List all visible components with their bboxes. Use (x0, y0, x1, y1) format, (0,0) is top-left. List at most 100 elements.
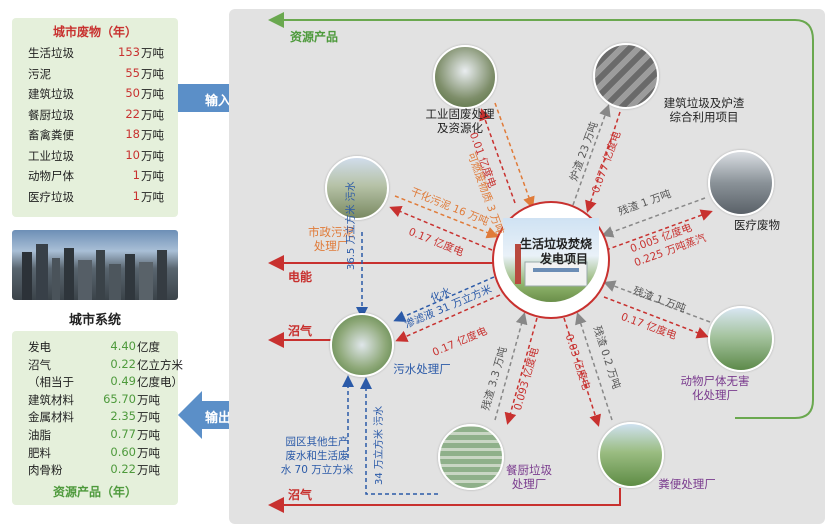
medical-label: 医疗废物 (734, 218, 780, 232)
waste-row-name: 畜禽粪便 (28, 128, 74, 142)
resource-products-title: 资源产品（年） (52, 485, 137, 499)
construction-label-2: 综合利用项目 (669, 110, 739, 124)
product-row-name: 金属材料 (28, 410, 74, 425)
urban-waste-title: 城市废物（年） (52, 25, 137, 39)
manure-in-line (575, 312, 613, 421)
waste-row-value: 18 (125, 127, 140, 141)
waste-row-name: 生活垃圾 (28, 46, 74, 60)
product-row-name: 建筑材料 (28, 392, 74, 407)
waste-row-value: 10 (125, 147, 140, 162)
input-arrow-label: 输入 (205, 94, 232, 109)
waste-row-name: 建筑垃圾 (28, 87, 74, 101)
waste-row-unit: 万吨 (141, 46, 164, 60)
power-label: 电能 (288, 270, 313, 284)
product-row-name: 油脂 (28, 428, 51, 442)
sludge-water-label: 36.5 万立方米 污水 (346, 181, 357, 270)
product-row-name: （相当于 (28, 375, 74, 390)
waste-row-unit: 万吨 (141, 148, 164, 163)
industrial-node-photo (433, 45, 497, 109)
construction-node-photo (593, 43, 659, 109)
waste-row-unit: 万吨 (141, 87, 164, 101)
waste-row-unit: 万吨 (141, 107, 164, 122)
sewage-34-label: 34 万立方米 污水 (374, 405, 385, 485)
plant-drawing (515, 244, 588, 287)
waste-row-unit: 万吨 (141, 66, 164, 81)
product-row-name: 发电 (28, 340, 51, 354)
animal-out-line (603, 296, 709, 339)
waste-row-name: 餐厨垃圾 (28, 107, 74, 122)
sludge-label-2: 处理厂 (313, 239, 349, 253)
product-row-value: 0.77 (110, 427, 136, 441)
manure-out-line (563, 317, 601, 427)
construction-label-1: 建筑垃圾及炉渣 (663, 96, 745, 110)
product-row-unit: 亿度 (137, 340, 160, 354)
waste-row-value: 55 (125, 65, 140, 80)
city-photo (12, 230, 178, 300)
waste-row-name: 动物尸体 (28, 169, 74, 183)
animal-node-photo (708, 306, 774, 372)
animal-label-2: 化处理厂 (692, 388, 738, 402)
biogas-label-2: 沼气 (288, 488, 313, 502)
product-row-name: 肥料 (28, 445, 51, 460)
waste-row-unit: 万吨 (141, 189, 164, 204)
manure-label: 粪便处理厂 (658, 477, 716, 491)
product-row-unit: 亿度电） (137, 375, 183, 390)
park-wastewater-line2: 废水和生活废 (285, 450, 349, 462)
waste-row-unit: 万吨 (141, 128, 164, 142)
waste-row-unit: 万吨 (141, 169, 164, 183)
sludge-node-photo (325, 156, 389, 220)
medical-node-photo (708, 150, 774, 216)
waste-row-value: 1 (132, 168, 140, 182)
leachate-line (393, 276, 495, 322)
waste-row-value: 50 (125, 86, 140, 100)
park-wastewater-line1: 园区其他生产 (285, 436, 349, 448)
city-skyline (22, 244, 167, 300)
waste-row-value: 153 (118, 45, 140, 59)
kitchen-label-2: 处理厂 (511, 477, 547, 491)
product-row-value: 0.60 (110, 444, 136, 459)
product-row-value: 65.70 (103, 391, 136, 406)
medical-in-line (601, 197, 706, 238)
construction-in-line (572, 104, 611, 206)
city-system-label: 城市系统 (68, 313, 121, 328)
center-label-line1: 生活垃圾焚烧 (520, 237, 593, 251)
product-row-value: 0.49 (110, 374, 136, 389)
product-row-value: 2.35 (110, 409, 136, 424)
resource-products-top-label: 资源产品 (290, 30, 339, 44)
animal-in-line (603, 280, 711, 323)
industrial-label-1: 工业固废处理 (425, 107, 495, 121)
kitchen-node-photo (438, 424, 504, 490)
sewage-node-photo (330, 313, 394, 377)
output-arrow-label: 输出 (205, 411, 232, 426)
product-row-value: 4.40 (110, 339, 136, 353)
waste-row-name: 工业垃圾 (28, 148, 74, 163)
product-row-unit: 亿立方米 (137, 357, 183, 372)
park-wastewater-line3: 水 70 万立方米 (280, 464, 354, 476)
manure-node-photo (598, 422, 664, 488)
incineration-plant-photo (503, 218, 599, 302)
industrial-out-line (479, 108, 516, 204)
medical-out-line (605, 209, 713, 251)
sewage-34-line (360, 377, 438, 495)
waste-row-name: 污泥 (28, 66, 51, 81)
kitchen-out-line (504, 317, 538, 425)
product-row-value: 0.22 (110, 462, 136, 477)
product-row-value: 0.22 (110, 356, 136, 371)
waste-row-name: 医疗垃圾 (28, 189, 74, 204)
construction-out-line (585, 111, 621, 213)
waste-row-value: 1 (132, 188, 140, 203)
product-row-unit: 万吨 (137, 392, 160, 407)
waste-row-value: 22 (125, 106, 140, 121)
biogas-output-line-2 (268, 488, 621, 513)
animal-label-1: 动物尸体无害 (680, 374, 750, 388)
kitchen-label-1: 餐厨垃圾 (506, 463, 552, 477)
product-row-unit: 万吨 (137, 445, 160, 460)
sludge-label-1: 市政污泥 (308, 225, 354, 239)
product-row-name: 肉骨粉 (28, 463, 63, 478)
product-row-unit: 万吨 (137, 428, 160, 442)
industrial-in-line (494, 102, 535, 209)
resource-loop-line (268, 12, 814, 419)
